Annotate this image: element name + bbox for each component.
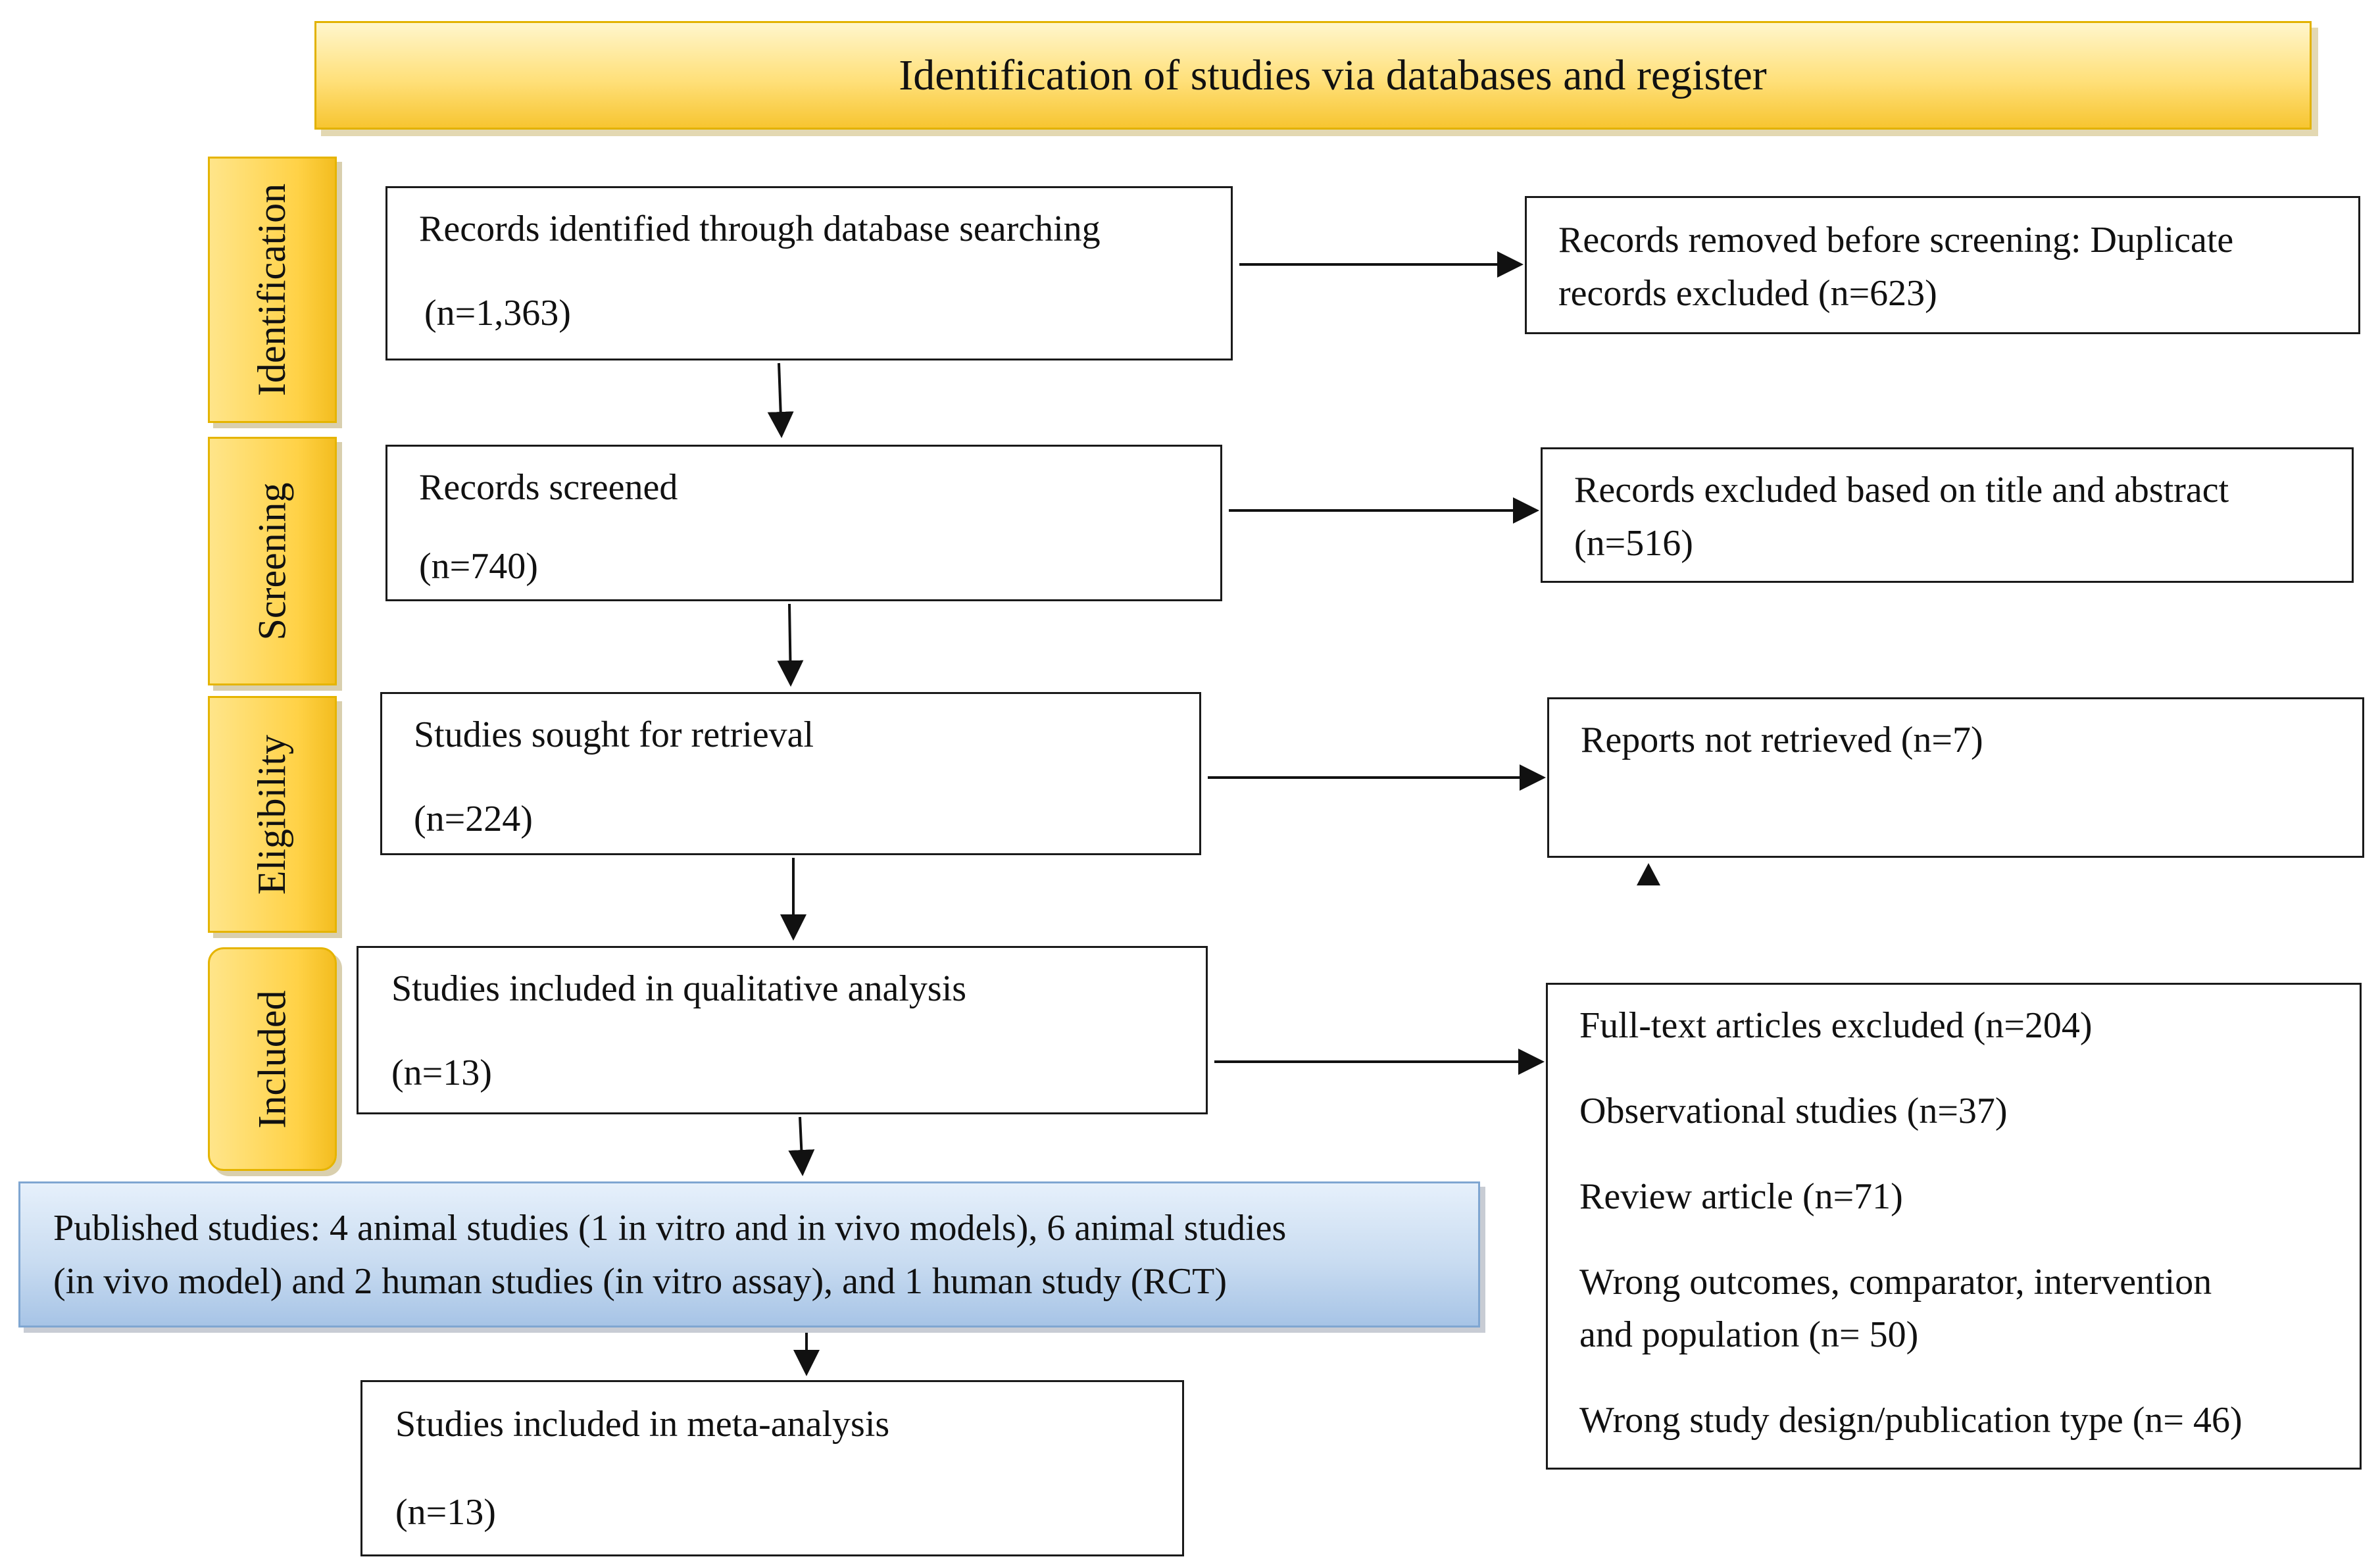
small-up-triangle [1637,863,1660,885]
meta-analysis-count: (n=13) [395,1492,496,1533]
reports-not-retrieved-box: Reports not retrieved (n=7) [1547,697,2364,858]
stage-eligibility: Eligibility [208,696,337,933]
qualitative-analysis-text: Studies included in qualitative analysis [391,968,967,1009]
records-removed-line1: Records removed before screening: Duplic… [1558,220,2234,260]
records-screened-box: Records screened (n=740) [385,445,1222,601]
qualitative-analysis-count: (n=13) [391,1053,492,1093]
records-identified-box: Records identified through database sear… [385,186,1233,360]
fulltext-excluded-title: Full-text articles excluded (n=204) [1579,1005,2093,1046]
arrow-to-studies-retrieval [777,603,804,687]
records-excluded-line1: Records excluded based on title and abst… [1574,470,2229,510]
meta-analysis-box: Studies included in meta-analysis (n=13) [360,1380,1184,1556]
records-removed-line2: records excluded (n=623) [1558,273,1937,314]
meta-analysis-text: Studies included in meta-analysis [395,1404,890,1445]
records-identified-count: (n=1,363) [424,293,571,334]
records-excluded-box: Records excluded based on title and abst… [1541,447,2354,583]
published-studies-box: Published studies: 4 animal studies (1 i… [18,1181,1480,1327]
fulltext-excluded-box: Full-text articles excluded (n=204) Obse… [1546,983,2362,1470]
studies-retrieval-box: Studies sought for retrieval (n=224) [380,692,1201,855]
fulltext-wrong-outcomes: Wrong outcomes, comparator, intervention [1579,1262,2212,1302]
records-screened-count: (n=740) [419,546,538,587]
published-studies-line1: Published studies: 4 animal studies (1 i… [53,1208,1287,1249]
qualitative-analysis-box: Studies included in qualitative analysis… [357,946,1208,1114]
diagram-title: Identification of studies via databases … [899,51,1767,99]
records-identified-text: Records identified through database sear… [419,209,1101,249]
stage-included: Included [208,947,337,1171]
studies-retrieval-text: Studies sought for retrieval [414,714,814,755]
published-studies-line2: (in vivo model) and 2 human studies (in … [53,1261,1227,1302]
reports-not-retrieved-text: Reports not retrieved (n=7) [1581,720,1983,760]
arrow-to-published-studies [788,1116,815,1176]
fulltext-wrong-design: Wrong study design/publication type (n= … [1579,1400,2243,1441]
arrow-to-records-screened [767,362,794,438]
records-excluded-line2: (n=516) [1574,523,1693,564]
fulltext-population: and population (n= 50) [1579,1314,1919,1355]
studies-retrieval-count: (n=224) [414,799,533,839]
diagram-title-banner: Identification of studies via databases … [314,21,2312,130]
records-screened-text: Records screened [419,467,678,508]
fulltext-review: Review article (n=71) [1579,1176,1903,1217]
records-removed-box: Records removed before screening: Duplic… [1525,196,2360,334]
fulltext-observational: Observational studies (n=37) [1579,1091,2008,1131]
stage-identification: Identification [208,157,337,423]
stage-screening: Screening [208,437,337,685]
